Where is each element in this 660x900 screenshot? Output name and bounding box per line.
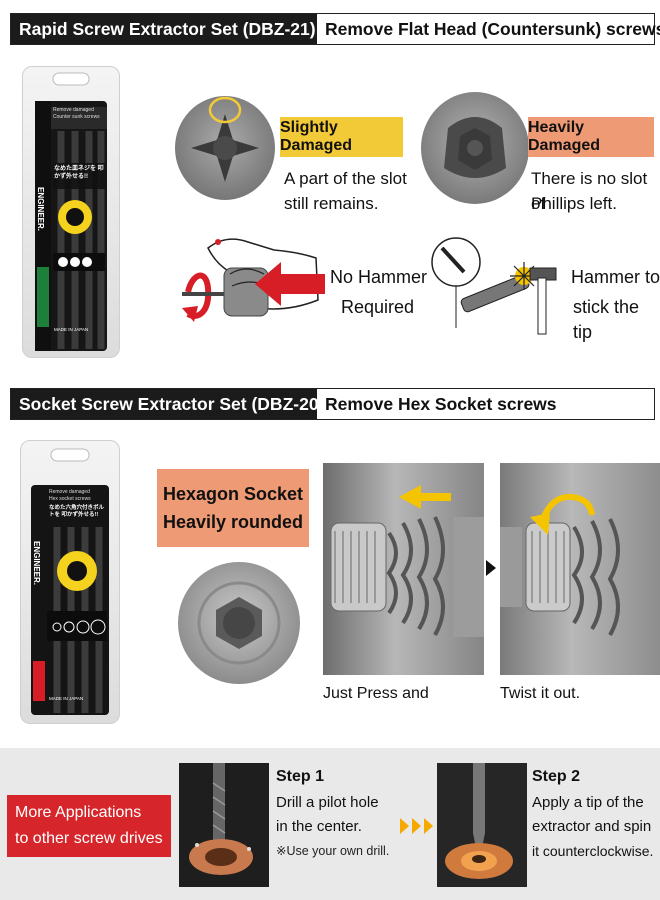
dbz20-package-jp: なめた六角穴付きボルトを 叩かず外せる!! <box>49 505 105 518</box>
step-arrow <box>486 560 496 576</box>
step2-title: Step 2 <box>532 768 581 785</box>
next-step-arrows <box>400 818 436 834</box>
hammer-text-1: Hammer to <box>571 267 660 287</box>
dbz21-package-made: MADE IN JAPAN <box>54 327 89 332</box>
section1-header: Rapid Screw Extractor Set (DBZ-21) Remov… <box>10 13 660 45</box>
section1-title: Rapid Screw Extractor Set (DBZ-21) <box>11 14 317 44</box>
section2-subtitle: Remove Hex Socket screws <box>325 393 557 414</box>
more-applications-badge: More Applications to other screw drives <box>7 795 171 857</box>
hex-socket-screw-image <box>176 560 302 686</box>
no-hammer-text-1: No Hammer <box>330 267 428 287</box>
step2-extractor-photo <box>437 763 527 887</box>
section2-title: Socket Screw Extractor Set (DBZ-20) <box>11 389 324 419</box>
heavily-damaged-desc-1: There is no slot of <box>531 169 648 213</box>
step2-line1: Apply a tip of the <box>532 794 644 811</box>
step1-line1: Drill a pilot hole <box>276 794 379 811</box>
extractor-press-photo <box>323 463 484 675</box>
step1-note: ※Use your own drill. <box>276 844 390 858</box>
dbz21-package-jp: なめた皿ネジを 叩かず外せる!! <box>54 166 104 180</box>
step2-line2: extractor and spin <box>532 818 652 835</box>
dbz21-package-brand: ENGINEER. <box>36 187 45 232</box>
dbz20-package-brand: ENGINEER. <box>32 541 41 586</box>
twist-caption: Twist it out. <box>500 685 581 702</box>
heavily-damaged-tag: Heavily Damaged <box>528 117 654 157</box>
dbz21-package-line1: Remove damaged <box>53 107 94 113</box>
slightly-damaged-screw-image <box>173 90 277 202</box>
dbz21-package-line2: Counter sunk screws <box>53 114 100 120</box>
step1-line2: in the center. <box>276 818 362 835</box>
dbz20-package-made: MADE IN JAPAN <box>49 696 84 701</box>
slightly-damaged-desc-1: A part of the slot <box>284 169 407 188</box>
slightly-damaged-desc-2: still remains. <box>284 194 379 213</box>
heavily-damaged-desc-2: Phillips left. <box>531 194 617 213</box>
heavily-damaged-screw-image <box>420 88 530 206</box>
hammer-text-2: stick the tip <box>573 297 640 342</box>
dbz20-package-art <box>31 448 109 715</box>
dbz20-package-line2: Hex socket screws <box>49 496 91 502</box>
step1-drill-photo <box>179 763 269 887</box>
dbz20-package-line1: Remove damaged <box>49 489 90 495</box>
hammer-illustration <box>420 228 568 338</box>
more-applications-line1: More Applications <box>15 804 142 821</box>
step2-line3: it counterclockwise. <box>532 843 654 859</box>
dbz21-package-image: ENGINEER. Remove damaged Counter sunk sc… <box>22 66 120 358</box>
step1-title: Step 1 <box>276 768 325 785</box>
slightly-damaged-tag: Slightly Damaged <box>280 117 403 157</box>
section1-subtitle: Remove Flat Head (Countersunk) screws <box>325 18 660 39</box>
hexagon-socket-tag-line2: Heavily rounded <box>162 512 304 532</box>
just-press-caption: Just Press and <box>323 685 429 702</box>
dbz21-package-art <box>35 72 107 351</box>
extractor-twist-photo <box>500 463 660 675</box>
hexagon-socket-tag: Hexagon Socket Heavily rounded <box>157 469 309 547</box>
no-hammer-arrow <box>255 262 325 306</box>
more-applications-line2: to other screw drives <box>15 830 163 847</box>
dbz20-package-image: ENGINEER. Remove damaged Hex socket scre… <box>20 440 120 724</box>
hexagon-socket-tag-line1: Hexagon Socket <box>162 484 304 504</box>
no-hammer-text-2: Required <box>341 297 415 317</box>
section2-header: Socket Screw Extractor Set (DBZ-20) Remo… <box>10 388 655 420</box>
